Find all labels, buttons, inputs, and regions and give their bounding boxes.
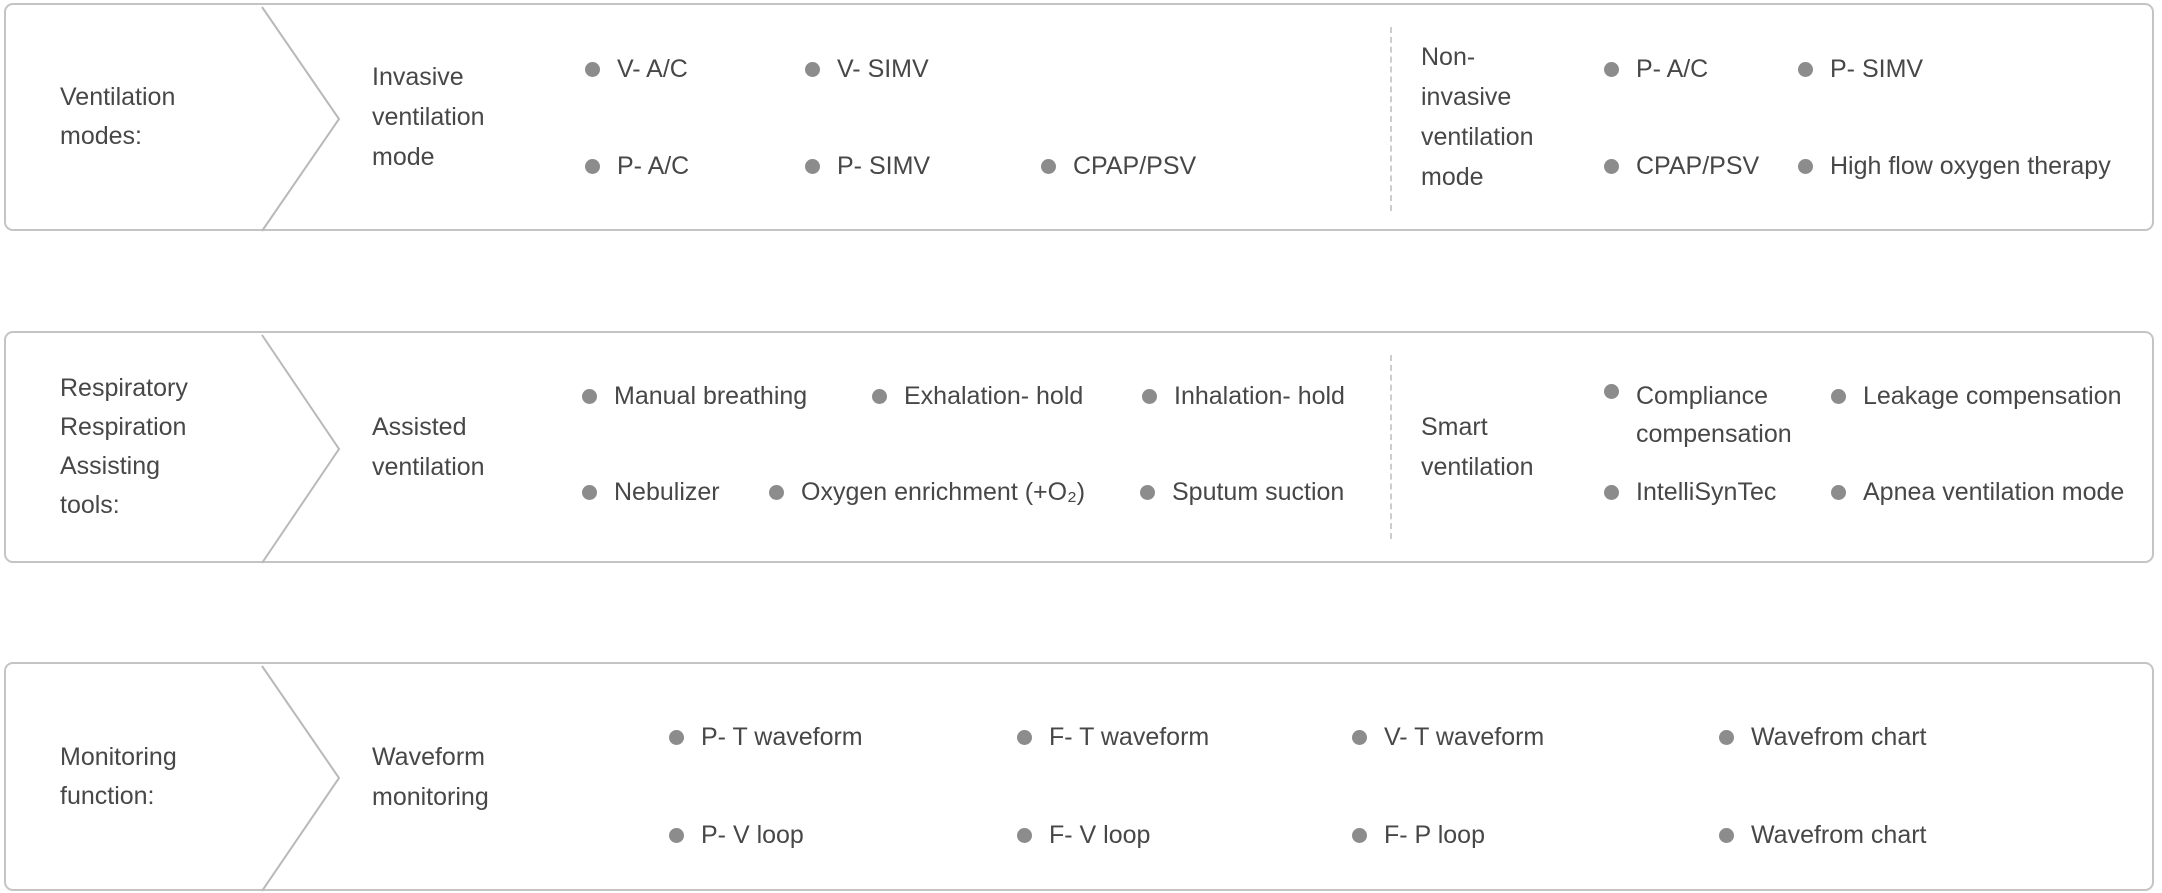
item-label: P- SIMV (837, 151, 931, 180)
bullet-icon (669, 827, 684, 843)
list-item: Leakage compensation (1831, 382, 2122, 410)
dashed-divider (1390, 27, 1392, 211)
bullet-icon (585, 158, 600, 174)
bullet-icon (1719, 729, 1734, 745)
list-item: F- T waveform (1017, 723, 1209, 751)
list-item: Exhalation- hold (872, 382, 1083, 410)
list-item: Wavefrom chart (1719, 821, 1927, 849)
list-item: Sputum suction (1140, 478, 1344, 506)
item-label: Inhalation- hold (1174, 381, 1345, 410)
list-item: P- A/C (1604, 55, 1708, 83)
bullet-icon (805, 158, 820, 174)
list-item: CPAP/PSV (1604, 152, 1759, 180)
list-item: P- SIMV (1798, 55, 1923, 83)
list-item: V- T waveform (1352, 723, 1544, 751)
bullet-icon (769, 484, 784, 500)
item-label: Exhalation- hold (904, 381, 1084, 410)
bullet-icon (1352, 729, 1367, 745)
list-item: P- T waveform (669, 723, 863, 751)
item-label: V- T waveform (1384, 722, 1545, 751)
monitoring-section: Monitoring function: Waveform monitoring… (4, 662, 2154, 892)
item-label: P- A/C (1636, 54, 1709, 83)
group-title-waveform-monitoring: Waveform monitoring (372, 742, 489, 811)
item-label: V- A/C (617, 54, 688, 83)
list-item: F- P loop (1352, 821, 1485, 849)
bullet-icon (1831, 484, 1846, 500)
item-label: IntelliSynTec (1636, 477, 1777, 506)
item-label: Wavefrom chart (1751, 722, 1927, 751)
item-label: CPAP/PSV (1073, 151, 1197, 180)
list-item: CPAP/PSV (1041, 152, 1196, 180)
bullet-icon (1798, 61, 1813, 77)
list-item: Inhalation- hold (1142, 382, 1345, 410)
group-title-assisted-ventilation: Assisted ventilation (372, 413, 485, 481)
item-label: F- V loop (1049, 820, 1151, 849)
bullet-icon (1140, 484, 1155, 500)
item-label: Manual breathing (614, 381, 808, 410)
bullet-icon (872, 388, 887, 404)
list-item: P- A/C (585, 152, 689, 180)
group-title-smart-ventilation: Smart ventilation (1421, 413, 1534, 481)
bullet-icon (582, 484, 597, 500)
item-label: P- A/C (617, 151, 690, 180)
respiratory-tools-section: Respiratory Respiration Assisting tools:… (4, 331, 2154, 564)
bullet-icon (1604, 484, 1619, 500)
list-item: High flow oxygen therapy (1798, 152, 2111, 180)
row-label-monitoring-function: Monitoring function: (60, 742, 177, 810)
list-item: P- SIMV (805, 152, 930, 180)
dashed-divider (1390, 355, 1392, 539)
list-item: Compliance compensation (1604, 377, 1814, 453)
bullet-icon (1352, 827, 1367, 843)
list-item: Nebulizer (582, 478, 720, 506)
item-label: Wavefrom chart (1751, 820, 1927, 849)
list-item: V- SIMV (805, 55, 929, 83)
list-item: Manual breathing (582, 382, 807, 410)
item-label: Nebulizer (614, 477, 720, 506)
bullet-icon (1719, 827, 1734, 843)
list-item: Oxygen enrichment (+O₂) (769, 478, 1085, 506)
item-label: Oxygen enrichment (+O₂) (801, 477, 1086, 506)
list-item: Wavefrom chart (1719, 723, 1927, 751)
bullet-icon (1017, 729, 1032, 745)
bullet-icon (805, 61, 820, 77)
bullet-icon (582, 388, 597, 404)
list-item: IntelliSynTec (1604, 478, 1776, 506)
bullet-icon (1017, 827, 1032, 843)
ventilation-modes-section: Ventilation modes: Invasive ventilation … (4, 3, 2154, 232)
bullet-icon (1604, 384, 1619, 399)
item-label: Sputum suction (1172, 477, 1345, 506)
item-label: P- SIMV (1830, 54, 1924, 83)
bullet-icon (1798, 158, 1813, 174)
bullet-icon (1831, 388, 1846, 404)
item-label: CPAP/PSV (1636, 151, 1760, 180)
bullet-icon (585, 61, 600, 77)
item-label: Leakage compensation (1863, 381, 2122, 410)
group-title-non-invasive: Non- invasive ventilation mode (1421, 43, 1534, 191)
item-label: High flow oxygen therapy (1830, 151, 2111, 180)
row-label-respiratory-tools: Respiratory Respiration Assisting tools: (60, 374, 188, 519)
list-item: Apnea ventilation mode (1831, 478, 2124, 506)
bullet-icon (669, 729, 684, 745)
bullet-icon (1604, 61, 1619, 77)
bullet-icon (1041, 158, 1056, 174)
item-label: V- SIMV (837, 54, 929, 83)
chevron-right-icon (261, 6, 341, 232)
item-label: P- T waveform (701, 722, 863, 751)
item-label: F- T waveform (1049, 722, 1210, 751)
bullet-icon (1142, 388, 1157, 404)
list-item: F- V loop (1017, 821, 1150, 849)
item-label: Apnea ventilation mode (1863, 477, 2125, 506)
list-item: P- V loop (669, 821, 804, 849)
item-label: Compliance compensation (1636, 382, 1792, 448)
item-label: F- P loop (1384, 820, 1485, 849)
item-label: P- V loop (701, 820, 804, 849)
bullet-icon (1604, 158, 1619, 174)
list-item: V- A/C (585, 55, 688, 83)
row-label-ventilation-modes: Ventilation modes: (60, 83, 176, 150)
group-title-invasive: Invasive ventilation mode (372, 63, 485, 171)
